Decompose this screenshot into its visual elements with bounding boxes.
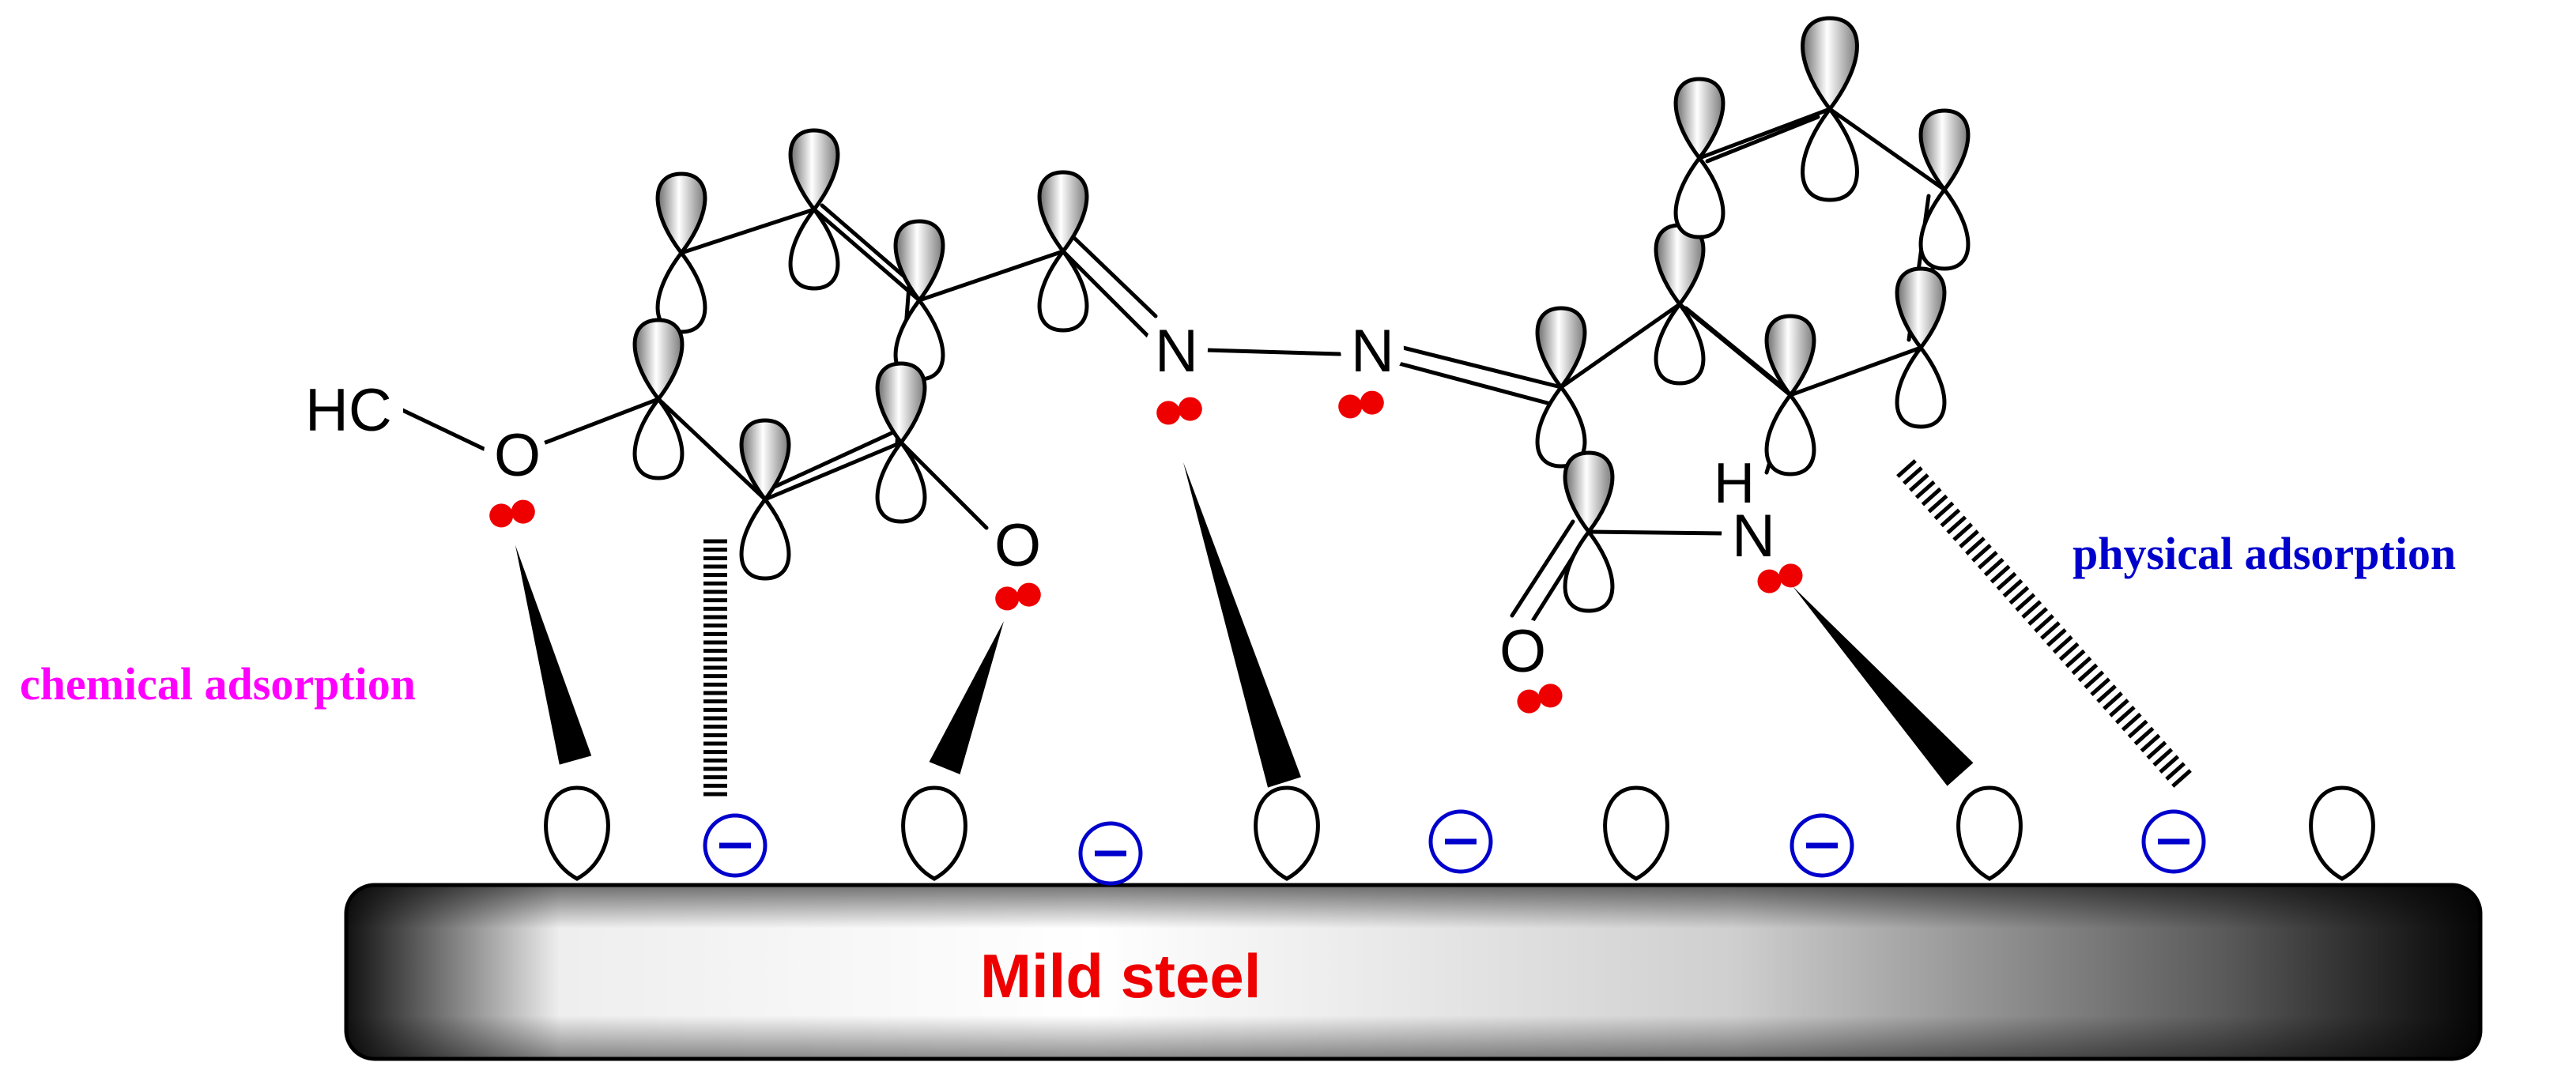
- p-orbitals: [632, 16, 1971, 613]
- lone-pair-azine-n1: [1156, 397, 1202, 425]
- chemical-adsorption-label: chemical adsorption: [20, 658, 416, 710]
- bond: [1684, 306, 1787, 391]
- lone-pairs: [489, 390, 1803, 714]
- bond: [812, 207, 922, 303]
- atom-o-methoxy: O: [494, 422, 541, 489]
- bond: [679, 207, 817, 255]
- lone-pair-carbonyl-o: [1517, 684, 1563, 714]
- atom-n-azine-2: N: [1351, 318, 1394, 385]
- negative-charges: [703, 809, 2206, 886]
- physical-adsorption-label: physical adsorption: [2072, 528, 2456, 579]
- bond: [1705, 115, 1820, 164]
- p-orbital-ring-a-6: [739, 418, 791, 581]
- mild-steel-label: Mild steel: [980, 941, 1261, 1011]
- bond: [656, 397, 768, 502]
- surface-orbital-6: [2309, 785, 2375, 881]
- bond: [1827, 107, 1947, 192]
- bond: [899, 440, 989, 530]
- p-orbital-ring-a-4: [632, 318, 685, 480]
- atom-n-amide: N: [1732, 503, 1775, 570]
- bond: [397, 406, 486, 451]
- bond: [763, 440, 903, 502]
- p-orbital-ring-a-3: [893, 219, 945, 382]
- lone-pair-phenol-o: [995, 582, 1041, 611]
- negative-charge-3: [1428, 809, 1493, 874]
- physical-bond-hatch-left: [703, 539, 727, 797]
- p-orbital-ring-a-1: [655, 171, 707, 334]
- bond: [543, 397, 661, 445]
- surface-orbital-3: [1254, 785, 1320, 881]
- bond: [1559, 302, 1682, 390]
- p-orbital-ring-c-3: [1895, 266, 1947, 429]
- bond: [1788, 345, 1923, 397]
- bond: [1510, 519, 1575, 618]
- surface-orbital-4: [1603, 785, 1669, 881]
- atom-hc: HC: [305, 377, 392, 444]
- surface-orbitals: [544, 785, 2375, 881]
- negative-charge-1: [703, 813, 768, 878]
- p-orbital-ring-c-2: [1764, 314, 1816, 476]
- bond: [1401, 345, 1563, 390]
- p-orbital-ring-c-5: [1801, 16, 1859, 202]
- lone-pair-methoxy-o: [489, 499, 535, 528]
- atom-o-phenol: O: [994, 512, 1041, 579]
- negative-charge-2: [1078, 821, 1143, 886]
- p-orbital-ring-c-4: [1918, 108, 1971, 271]
- bond: [1203, 348, 1342, 356]
- p-orbital-ring-c-1: [1654, 223, 1706, 386]
- bond: [1586, 529, 1726, 536]
- bond: [772, 431, 894, 489]
- atom-n-azine-1: N: [1155, 318, 1198, 385]
- p-orbital-ring-a-2: [788, 128, 840, 291]
- p-orbital-vinyl: [1037, 170, 1089, 333]
- chemical-bond-wedge-amide-n: [1793, 586, 1974, 786]
- atom-labels: HC O O N N H N O: [300, 318, 1785, 685]
- bond: [917, 249, 1065, 303]
- chemical-bond-wedge-phenol-o: [929, 621, 1004, 774]
- surface-orbital-5: [1956, 785, 2023, 881]
- bond: [1697, 107, 1832, 160]
- surface-orbital-1: [544, 785, 610, 881]
- chemical-bond-wedge-azine-n: [1183, 462, 1301, 788]
- bond: [820, 203, 918, 288]
- bond: [1061, 249, 1150, 338]
- bond: [1397, 361, 1556, 407]
- negative-charge-4: [1790, 813, 1854, 878]
- chemical-bond-wedge-methoxy-o: [515, 545, 592, 765]
- surface-orbital-2: [901, 785, 967, 881]
- p-orbital-ring-b-2: [1563, 450, 1615, 613]
- lone-pair-azine-n2: [1338, 390, 1384, 419]
- atom-o-carbonyl: O: [1499, 618, 1546, 685]
- mild-steel-plate: [344, 883, 2483, 1061]
- lone-pair-amide-n: [1757, 563, 1803, 593]
- negative-charge-5: [2141, 809, 2206, 874]
- physical-bond-hatch-right: [1896, 459, 2192, 788]
- p-orbital-ring-b-1: [1535, 306, 1587, 469]
- p-orbital-ring-a-5: [875, 361, 927, 524]
- p-orbital-ring-c-6: [1673, 77, 1726, 239]
- bond: [1073, 236, 1158, 318]
- adsorption-links: [515, 459, 2192, 797]
